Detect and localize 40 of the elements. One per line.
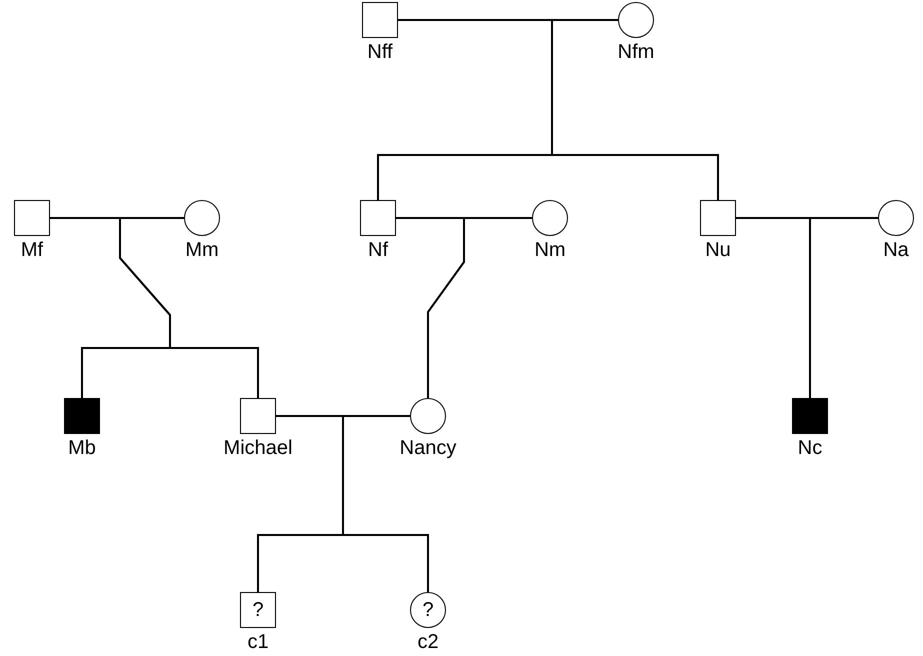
female-circle (410, 592, 446, 628)
male-square (14, 200, 50, 236)
unknown-status-mark: ? (252, 600, 264, 620)
person-label: Nff (367, 42, 393, 62)
affected-male-square (64, 398, 100, 434)
pedigree-line (342, 416, 429, 592)
person-label: c1 (247, 632, 269, 652)
female-circle (532, 200, 568, 236)
male-square (700, 200, 736, 236)
affected-male-square (792, 398, 828, 434)
person-label: Nu (705, 240, 731, 260)
person-label: c2 (417, 632, 439, 652)
pedigree-line (396, 217, 532, 219)
person-label: Nancy (400, 438, 456, 458)
person-label: Nf (368, 240, 388, 260)
person-label: Nc (798, 438, 822, 458)
female-circle (878, 200, 914, 236)
unknown-status-mark: ? (422, 600, 434, 620)
pedigree-line (736, 217, 878, 219)
male-square (240, 592, 276, 628)
pedigree-line (398, 19, 618, 21)
person-label: Nm (534, 240, 566, 260)
pedigree-line (427, 218, 465, 398)
male-square (360, 200, 396, 236)
person-label: Mm (185, 240, 219, 260)
pedigree-line (809, 218, 811, 398)
person-label: Mb (68, 438, 96, 458)
person-label: Michael (224, 438, 292, 458)
male-square (240, 398, 276, 434)
female-circle (618, 2, 654, 38)
person-label: Nfm (618, 42, 654, 62)
male-square (362, 2, 398, 38)
person-label: Na (883, 240, 909, 260)
pedigree-line (551, 20, 719, 200)
pedigree-line (119, 218, 259, 398)
person-label: Mf (20, 240, 44, 260)
pedigree-line (50, 217, 184, 219)
female-circle (184, 200, 220, 236)
pedigree-line (276, 415, 410, 417)
female-circle (410, 398, 446, 434)
